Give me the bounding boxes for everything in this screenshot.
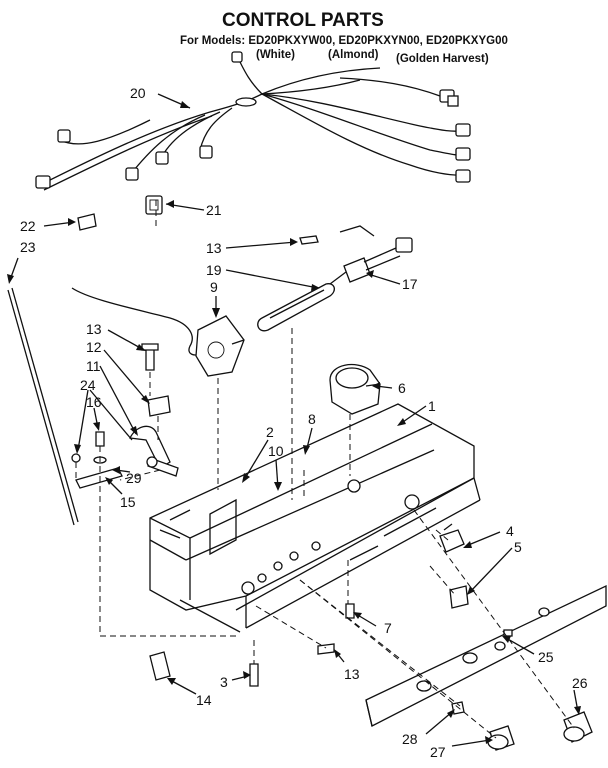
callout-13-left: 13 [86, 321, 102, 337]
housing-part-1 [149, 403, 481, 633]
panel-part-25 [365, 584, 607, 727]
callout-12: 12 [86, 339, 102, 355]
callout-5: 5 [514, 539, 522, 555]
callout-26: 26 [572, 675, 588, 691]
callout-15: 15 [120, 494, 136, 510]
part-4 [439, 529, 465, 553]
callout-10: 10 [268, 443, 284, 459]
rod-part-23 [7, 289, 75, 526]
callout-6: 6 [398, 380, 406, 396]
callout-24: 24 [80, 377, 96, 393]
screw-part-7 [345, 603, 355, 619]
callout-labels: 20 21 22 23 13 19 17 9 13 12 11 24 16 6 … [20, 85, 588, 760]
callout-1: 1 [428, 398, 436, 414]
callout-3: 3 [220, 674, 228, 690]
variant-almond: (Almond) [328, 49, 379, 61]
callout-9: 9 [210, 279, 218, 295]
callout-16: 16 [86, 394, 102, 410]
callout-2: 2 [266, 424, 274, 440]
models-line: For Models: ED20PKXYW00, ED20PKXYN00, ED… [180, 35, 508, 47]
callout-7: 7 [384, 620, 392, 636]
lever-part-15 [75, 467, 123, 489]
variant-white: (White) [256, 49, 295, 61]
screw-part-13-top [299, 235, 319, 245]
callout-23: 23 [20, 239, 36, 255]
clip-part-14 [149, 651, 171, 681]
retainer-part-22 [77, 213, 97, 231]
callout-28: 28 [402, 731, 418, 747]
variant-golden-harvest: (Golden Harvest) [396, 53, 489, 65]
callout-27: 27 [430, 744, 446, 760]
callout-8: 8 [308, 411, 316, 427]
screw-part-13-bottom [317, 643, 335, 655]
leader-lines [7, 93, 581, 747]
callout-19: 19 [206, 262, 222, 278]
screw-part-3 [249, 663, 259, 687]
callout-13-top: 13 [206, 240, 222, 256]
callout-20: 20 [130, 85, 146, 101]
callout-4: 4 [506, 523, 514, 539]
callout-17: 17 [402, 276, 418, 292]
control-part-9 [195, 315, 245, 377]
washer-part-24 [71, 453, 81, 463]
capillary-tube [71, 287, 205, 356]
callout-29: 29 [126, 470, 142, 486]
callout-14: 14 [196, 692, 212, 708]
wire-harness [35, 51, 471, 191]
callout-25: 25 [538, 649, 554, 665]
callout-22: 22 [20, 218, 36, 234]
part-5 [449, 585, 469, 609]
clip-part-21 [145, 195, 163, 215]
callout-13-bottom: 13 [344, 666, 360, 682]
assembly-lines [75, 196, 575, 739]
callout-21: 21 [206, 202, 222, 218]
diagram-title: CONTROL PARTS [222, 10, 384, 31]
screw-part-16 [95, 431, 105, 447]
callout-11: 11 [86, 358, 101, 374]
bracket-part-12 [147, 395, 171, 417]
